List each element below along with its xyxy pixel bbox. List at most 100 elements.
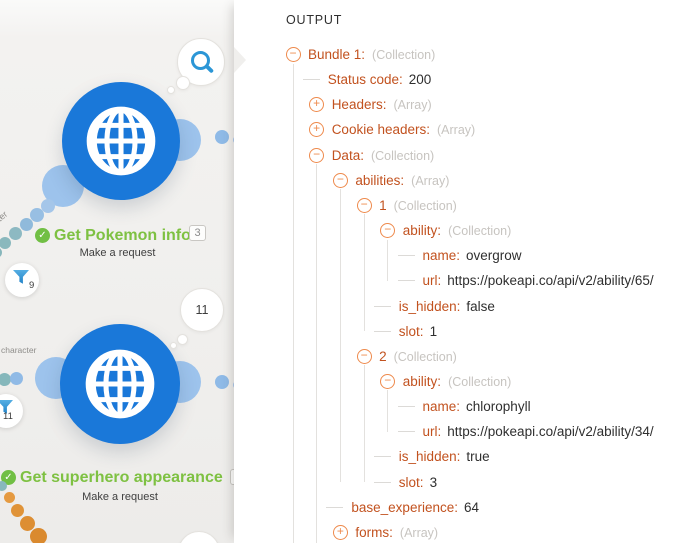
tree-key: Status code: xyxy=(327,72,403,88)
bubble-dot xyxy=(176,76,190,90)
tree-key: url: xyxy=(422,424,442,440)
output-panel: OUTPUT −Bundle 1:(Collection)Status code… xyxy=(234,0,700,543)
tree-row: slot:3 xyxy=(234,474,700,491)
collapse-icon[interactable]: − xyxy=(332,172,348,188)
tree-row-text: slot: 1 xyxy=(399,323,437,340)
tree-branch-line xyxy=(373,305,391,307)
expand-icon[interactable]: + xyxy=(309,97,325,113)
tree-guide-line xyxy=(363,365,365,483)
tree-row-text: is_hidden: true xyxy=(399,448,490,465)
collapse-icon[interactable]: − xyxy=(356,348,372,364)
tree-type-annotation: (Array) xyxy=(437,123,476,138)
tree-value: chlorophyll xyxy=(466,399,531,415)
tree-row-text: Headers: (Array) xyxy=(332,96,432,114)
tree-guide-line xyxy=(363,214,365,332)
tree-guide-line xyxy=(292,63,294,543)
tree-row-text: name:chlorophyll xyxy=(423,398,531,415)
collapse-icon[interactable]: − xyxy=(285,47,301,62)
tree-row: −abilities:(Array) xyxy=(234,172,700,189)
tree-row: + forms:(Array) xyxy=(234,524,700,541)
module-get-superhero-appearance[interactable] xyxy=(60,324,180,444)
tree-value: https://pokeapi.co/api/v2/ability/65/ xyxy=(447,273,654,289)
canvas-notch xyxy=(234,47,246,73)
tree-value: 1 xyxy=(429,323,438,339)
tree-row-text: forms:(Array) xyxy=(355,524,438,542)
tree-row: + Headers: (Array) xyxy=(234,96,700,113)
tree-row: base_experience:64 xyxy=(234,499,700,516)
tree-type-annotation: (Array) xyxy=(393,98,432,113)
module2-subtitle: Make a request xyxy=(82,491,158,503)
tree-key: is_hidden: xyxy=(398,449,461,465)
tree-key: forms: xyxy=(355,524,393,540)
tree-row: −ability:(Collection) xyxy=(234,373,700,390)
tree-type-annotation: (Collection) xyxy=(393,349,457,364)
tree-key: ability: xyxy=(402,223,442,239)
tree-row-text: ability:(Collection) xyxy=(403,373,511,391)
tree-type-annotation: (Array) xyxy=(411,173,450,188)
bubble-dot xyxy=(167,86,175,94)
tree-row: −2(Collection) xyxy=(234,348,700,365)
tree-row: + Cookie headers: (Array) xyxy=(234,121,700,138)
route-dot xyxy=(30,208,44,222)
tree-guide-line xyxy=(339,189,341,483)
tree-row: url:https://pokeapi.co/api/v2/ability/65… xyxy=(234,272,700,289)
bubble-dot xyxy=(170,342,177,349)
scenario-canvas: character 9 ✓ Get Pokemon info 3 Make a … xyxy=(0,0,246,543)
collapse-icon[interactable]: − xyxy=(356,197,372,213)
tree-key: Bundle 1: xyxy=(308,47,366,62)
route-dot xyxy=(215,375,229,389)
expand-icon[interactable]: + xyxy=(309,122,325,138)
tree-key: Cookie headers: xyxy=(331,122,430,138)
filter-icon-11[interactable]: 11 xyxy=(0,394,23,428)
route-dot xyxy=(29,527,47,543)
filter-count: 11 xyxy=(3,411,13,422)
tree-type-annotation: (Collection) xyxy=(393,198,457,213)
tree-branch-line xyxy=(373,456,391,458)
module-get-pokemon-info[interactable] xyxy=(62,82,180,200)
tree-value: true xyxy=(466,449,490,465)
tree-row: name:overgrow xyxy=(234,247,700,264)
tree-row: name:chlorophyll xyxy=(234,398,700,415)
filter-icon-9[interactable]: 9 xyxy=(5,263,39,297)
route-dot xyxy=(19,515,35,531)
tree-row-text: Bundle 1:(Collection) xyxy=(308,46,435,64)
tree-row-text: is_hidden:false xyxy=(399,298,495,315)
bubble-partial xyxy=(178,531,220,543)
route-dot xyxy=(19,217,33,231)
module2-label: Get superhero appearance xyxy=(20,469,223,486)
expand-icon[interactable]: + xyxy=(332,524,348,540)
collapse-icon[interactable]: − xyxy=(380,373,396,389)
tree-key: slot: xyxy=(398,323,424,339)
tree-value: 200 xyxy=(408,72,432,88)
collapse-icon[interactable]: − xyxy=(380,223,396,239)
tree-row-text: Cookie headers: (Array) xyxy=(332,121,476,139)
module1-label: Get Pokemon info xyxy=(54,227,191,244)
collapse-icon[interactable]: − xyxy=(309,147,325,163)
tree-row-text: ability: (Collection) xyxy=(403,222,511,240)
tree-key: Headers: xyxy=(331,97,387,113)
tree-row: −ability: (Collection) xyxy=(234,222,700,239)
output-panel-title: OUTPUT xyxy=(286,13,343,27)
module1-subtitle: Make a request xyxy=(79,247,156,259)
tree-key: 1 xyxy=(379,197,387,213)
module1-ops-badge[interactable]: 3 xyxy=(189,225,206,241)
route-label: character xyxy=(1,345,37,355)
route-dot xyxy=(215,130,229,144)
tree-branch-line xyxy=(373,330,391,332)
tree-branch-line xyxy=(326,506,344,508)
tree-key: slot: xyxy=(398,474,424,490)
tree-branch-line xyxy=(302,79,320,81)
tree-type-annotation: (Collection) xyxy=(448,224,512,239)
tree-branch-line xyxy=(397,255,415,257)
tree-type-annotation: (Collection) xyxy=(370,148,435,163)
route-dot xyxy=(4,491,15,503)
tree-row-text: 1 (Collection) xyxy=(379,197,457,215)
tree-key: ability: xyxy=(402,373,442,389)
tree-row: url:https://pokeapi.co/api/v2/ability/34… xyxy=(234,423,700,440)
globe-icon xyxy=(81,345,159,423)
tree-row: −Data:(Collection) xyxy=(234,147,700,164)
tree-value: false xyxy=(466,298,495,314)
route-dot xyxy=(0,237,11,249)
run-count-bubble[interactable]: 11 xyxy=(180,288,224,332)
